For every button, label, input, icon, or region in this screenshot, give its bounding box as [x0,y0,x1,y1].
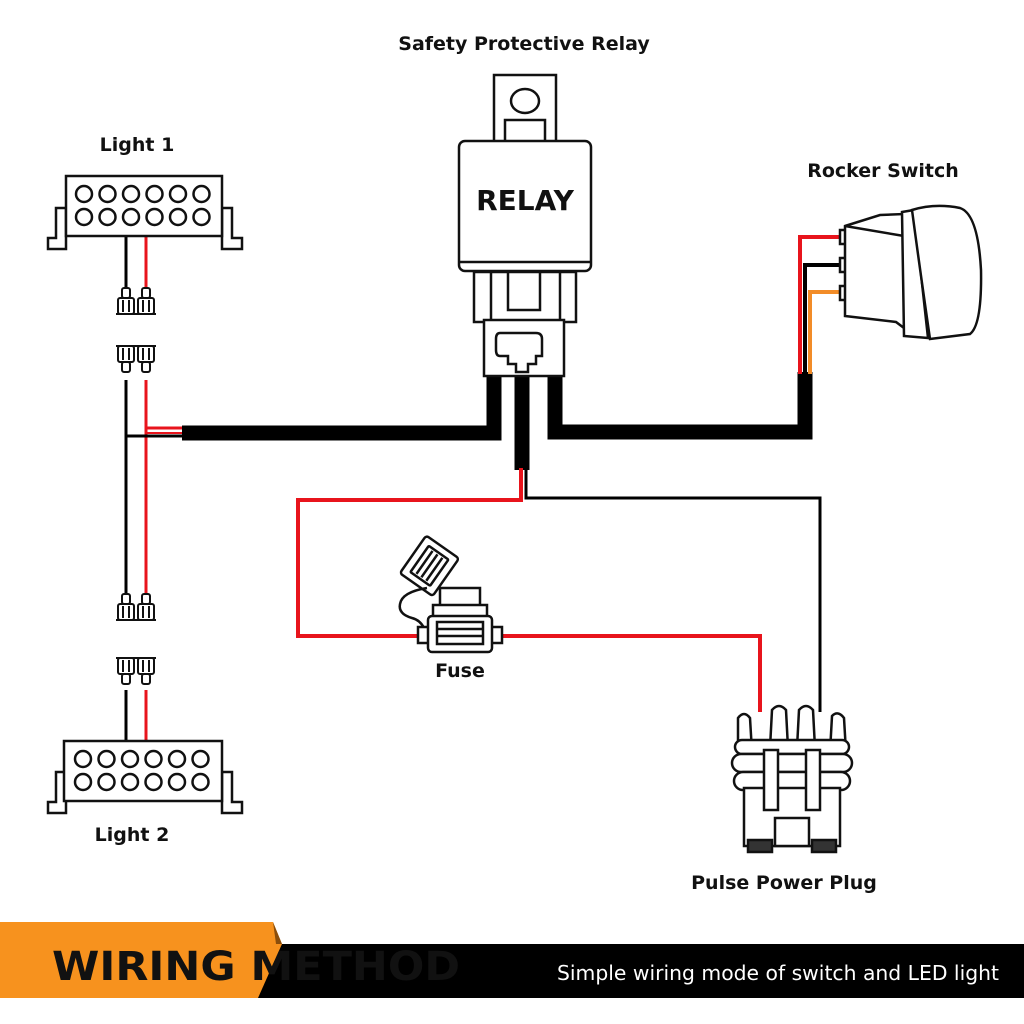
relay-to-plug-black-wire [524,468,822,712]
bullet-connector-icon [136,657,156,685]
light1-led-grid [74,184,211,227]
relay-socket-key [494,331,544,374]
banner-subtitle: Simple wiring mode of switch and LED lig… [557,961,999,985]
banner-orange-band [0,922,282,998]
fuse [398,535,504,654]
led-icon [98,184,117,204]
led-icon [168,207,188,227]
fuse-element [435,620,485,646]
bullet-connector-icon [136,287,156,315]
light2-bracket-right [220,770,244,815]
plug-foot [746,838,774,854]
light1-label: Light 1 [100,134,175,156]
light2-led-grid [73,749,210,792]
banner-fold [273,922,282,944]
wires [124,235,845,742]
light1-plug-connectors [116,287,156,315]
led-icon [144,749,163,769]
bullet-connector-icon [136,593,156,621]
led-icon [120,772,140,792]
led-icon [145,207,164,227]
bullet-connector-icon [116,593,136,621]
switch-orange-wire [808,290,845,374]
led-icon [145,184,164,204]
led-icon [74,207,94,227]
bus-socket-connectors-top [116,345,156,373]
switch-rocker [910,204,983,341]
led-icon [167,772,187,792]
light2-label: Light 2 [95,824,170,846]
fuse-label: Fuse [435,660,485,682]
light1-housing [64,174,224,238]
plug-pin [795,704,817,750]
power-plug-label: Pulse Power Plug [691,872,877,894]
light1-bracket-right [220,206,244,251]
rocker-switch [838,204,983,341]
bullet-connector-icon [116,287,136,315]
led-icon [98,207,117,227]
led-icon [73,772,93,792]
light-2 [46,739,244,815]
relay [457,73,593,378]
relay-to-lights-harness [182,375,502,441]
led-icon [73,749,93,769]
bus-plug-connectors-bottom [116,593,156,621]
switch-red-wire [798,235,845,374]
bullet-connector-icon [116,657,136,685]
led-icon [121,184,141,204]
light2-socket-connectors [116,657,156,685]
led-icon [97,749,116,769]
light2-housing [62,739,224,803]
led-icon [192,184,211,204]
relay-to-switch-harness [547,372,813,440]
led-icon [191,749,210,769]
fuse-to-plug-red-wire [498,634,762,712]
led-icon [121,207,141,227]
fuse-cap [399,535,460,597]
relay-to-fuse-red-wire [296,468,523,638]
banner-title: WIRING METHOD [52,944,460,990]
plug-pin [768,704,790,750]
led-icon [192,207,211,227]
plug-foot [810,838,838,854]
led-icon [74,184,94,204]
led-icon [167,749,187,769]
light-1 [46,174,244,251]
plug-collar [733,738,851,756]
plug-latch [762,748,780,812]
relay-body-label: RELAY [476,184,575,217]
switch-bezel [900,208,930,340]
fuse-holder-top [438,586,482,608]
bullet-connector-icon [136,345,156,373]
led-icon [97,772,116,792]
light1-bracket-left [46,206,68,251]
plug-latch [804,748,822,812]
led-icon [120,749,140,769]
relay-mount-hole [509,87,541,115]
plug-collar [730,752,854,774]
fuse-cap-tether [398,586,428,629]
light2-bracket-left [46,770,68,815]
rocker-switch-label: Rocker Switch [807,160,959,182]
bullet-connector-icon [116,345,136,373]
banner-black-band [258,944,1024,998]
relay-base-slot [506,270,542,312]
led-icon [144,772,163,792]
plug-window [773,816,811,848]
relay-title-label: Safety Protective Relay [398,33,650,55]
led-icon [191,772,210,792]
switch-body-edge [844,224,905,238]
power-plug [730,704,854,854]
switch-black-wire [803,263,845,374]
banner: WIRING METHOD Simple wiring mode of swit… [0,922,1024,998]
led-icon [168,184,188,204]
